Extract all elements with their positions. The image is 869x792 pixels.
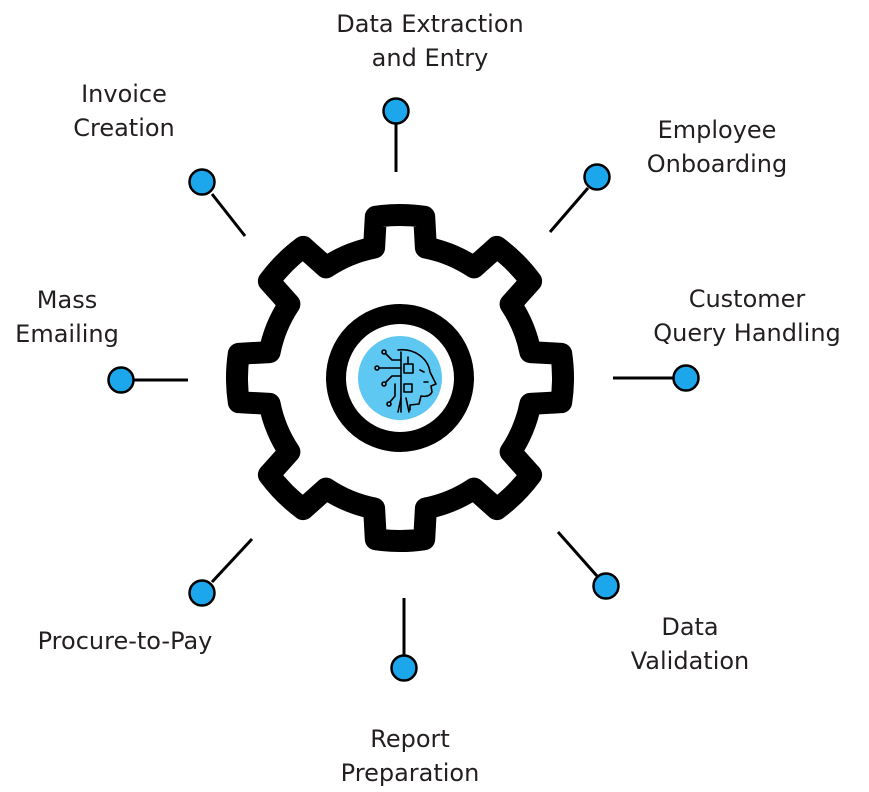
node-mass-emailing[interactable] [107, 366, 135, 394]
node-report-preparation[interactable] [390, 654, 418, 682]
ai-robot-head-icon [374, 348, 437, 413]
label-procure-to-pay: Procure-to-Pay [37, 627, 213, 655]
gear-icon [226, 204, 574, 552]
node-customer-query[interactable] [672, 364, 700, 392]
connectors [134, 123, 673, 656]
node-invoice-creation[interactable] [188, 168, 216, 196]
connector-procure-to-pay [210, 537, 254, 584]
node-data-validation[interactable] [592, 572, 620, 600]
node-data-extraction[interactable] [382, 97, 410, 125]
gear-outline [226, 204, 574, 552]
gear-hub [358, 336, 442, 420]
nodes [107, 97, 700, 682]
node-employee-onboarding[interactable] [583, 163, 611, 191]
node-procure-to-pay[interactable] [188, 579, 216, 607]
connector-data-validation [556, 531, 599, 577]
connector-employee-onboarding [548, 187, 590, 233]
connector-invoice-creation [210, 193, 247, 237]
